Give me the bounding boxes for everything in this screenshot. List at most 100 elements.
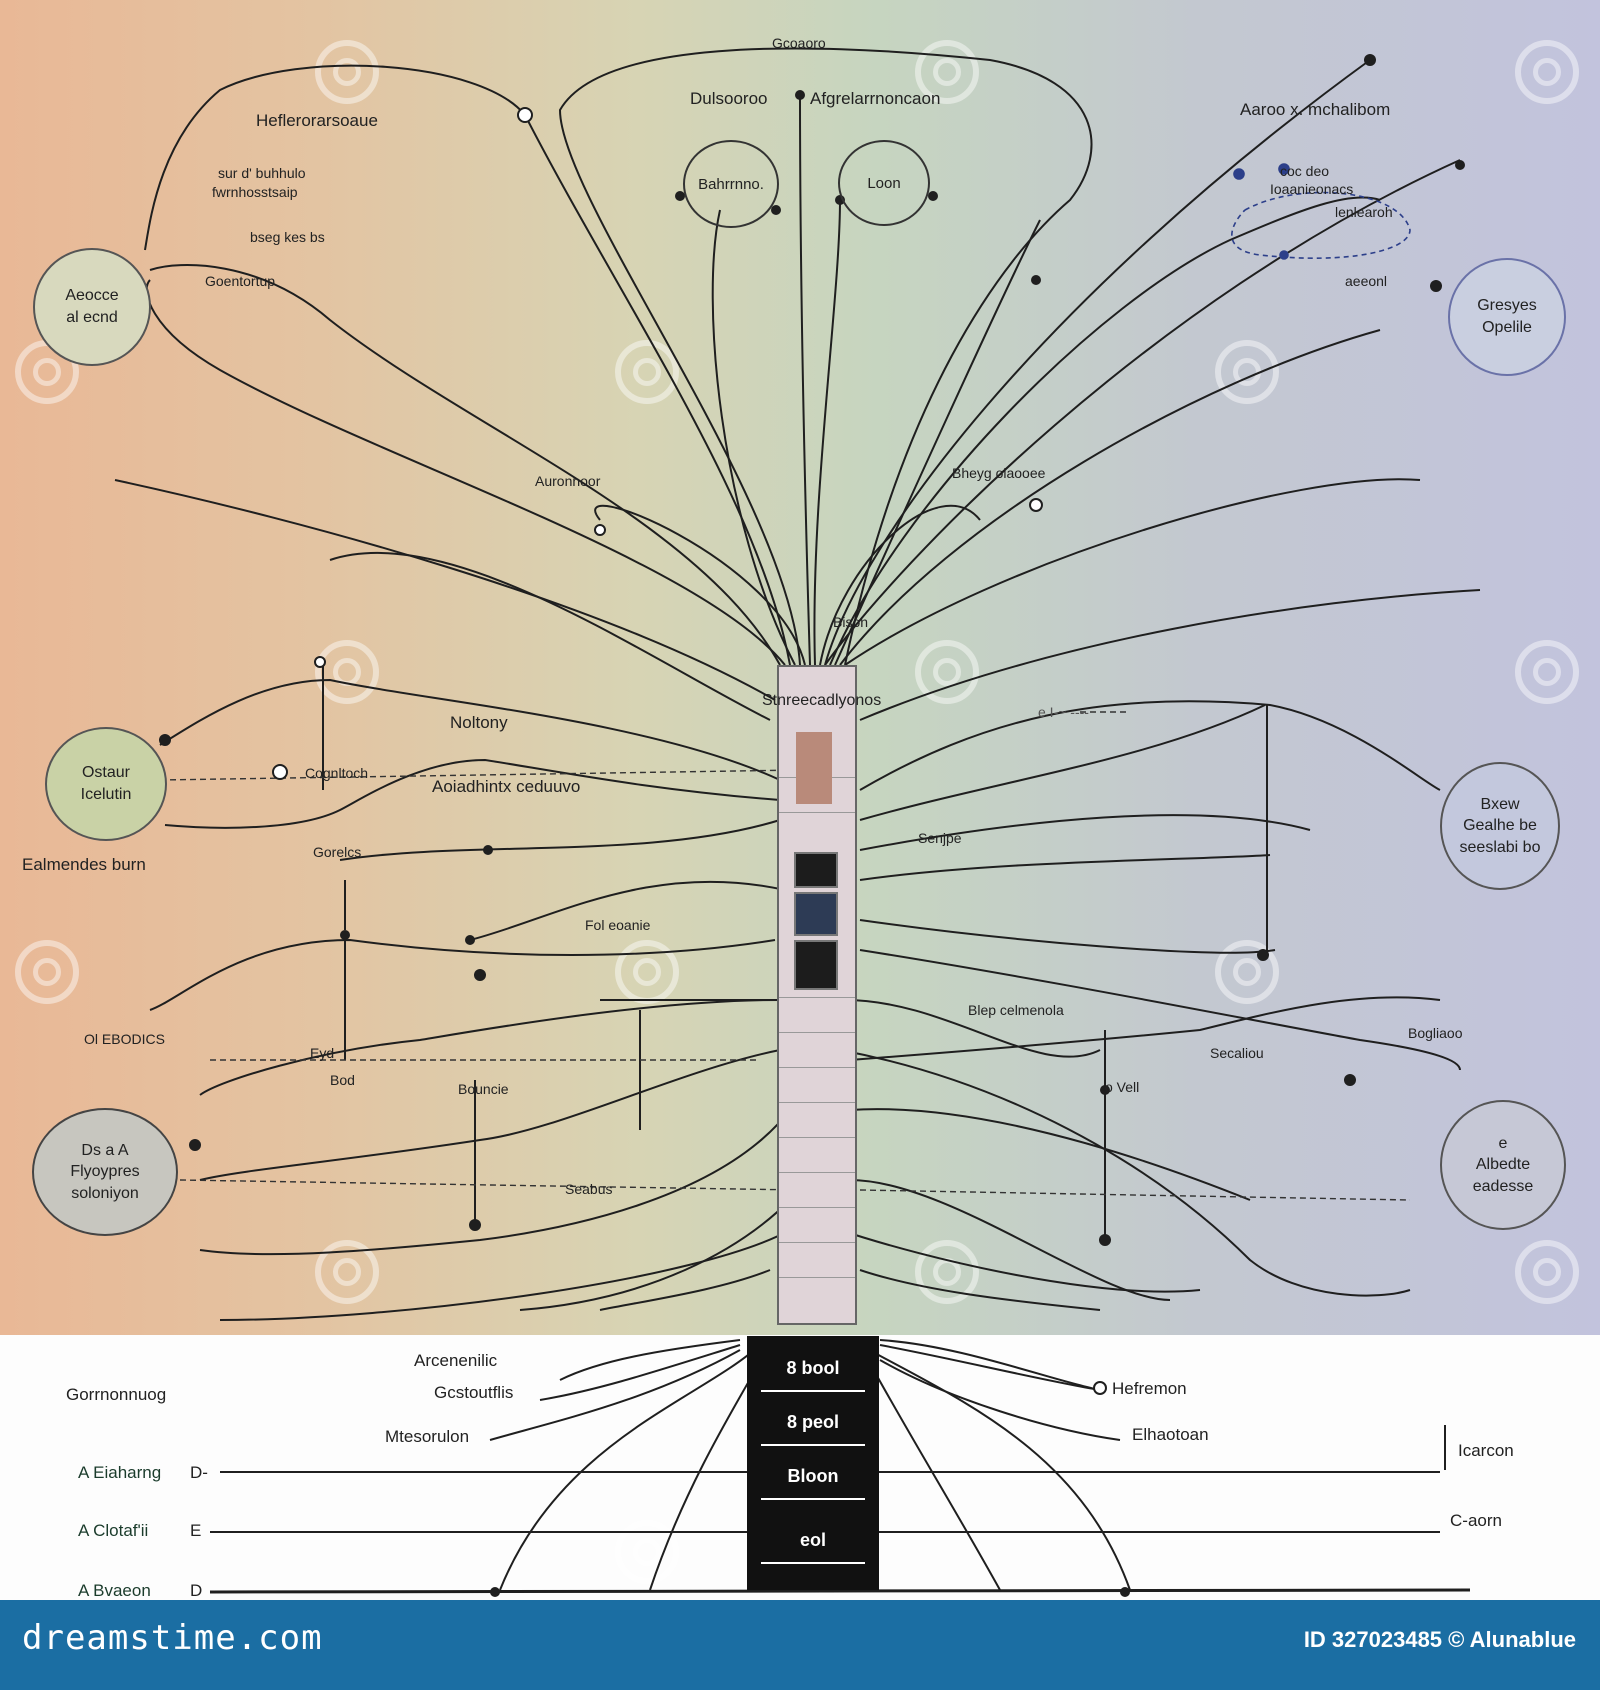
lower-dots <box>490 1381 1130 1597</box>
trunk-segment <box>779 1032 855 1033</box>
label-left-mid: Fol eoanie <box>585 917 651 933</box>
bottom-center-right: Hefremon <box>1112 1379 1187 1398</box>
label-left-note: bseg kes bs <box>250 229 325 245</box>
footer-credit: ID 327023485 © Alunablue <box>1303 1627 1576 1652</box>
watermark-icon <box>615 340 679 404</box>
label-right-note: lenlearoh <box>1335 204 1393 220</box>
label-top-mid-left: Dulsooroo <box>690 89 768 108</box>
bottom-center-left: Mtesorulon <box>385 1427 470 1446</box>
bottom-left-mark: D <box>190 1581 203 1600</box>
bottom-right-row: Icarcon <box>1458 1441 1514 1460</box>
trunk-segment <box>779 1242 855 1243</box>
trunk-segment <box>779 1172 855 1173</box>
node-line: Icelutin <box>80 786 132 803</box>
node-line: soloniyon <box>71 1184 139 1202</box>
node-top-left: Aeocce al ecnd <box>33 248 151 366</box>
column-cell: Bloon <box>761 1454 865 1500</box>
watermark-icon <box>15 940 79 1004</box>
bottom-right-row: C-aorn <box>1450 1511 1502 1530</box>
label-mid-left: Auronnoor <box>535 473 601 489</box>
node-line: Albedte <box>1475 1156 1531 1174</box>
bottom-center-left: Arcenenilic <box>414 1351 498 1370</box>
label-top-center: Gcoaoro <box>772 35 826 51</box>
bottom-left-mark: E <box>190 1521 202 1540</box>
trunk-segment <box>779 997 855 998</box>
node-line: Ds a A <box>81 1141 129 1159</box>
bottom-left-title: Gorrnonnuog <box>66 1385 167 1404</box>
column-cell: eol <box>761 1518 865 1564</box>
footer-brand: dreamstime.com <box>22 1618 323 1658</box>
node-line: seeslabi bo <box>1459 838 1541 856</box>
watermark-icon <box>315 1240 379 1304</box>
label-mid-right: Bheyg olaooee <box>952 465 1046 481</box>
label-trunk-top: Stnreecadlyonos <box>762 692 882 709</box>
trunk-screen <box>794 852 838 888</box>
trunk-segment <box>779 1137 855 1138</box>
watermark-icon <box>315 40 379 104</box>
label-right-low: Bogliaoo <box>1408 1025 1463 1041</box>
label-left-note: fwrnhosstsaip <box>212 184 298 200</box>
footer-bar: dreamstime.com ID 327023485 © Alunablue <box>0 1600 1600 1690</box>
label-left-mid: Gorelcs <box>313 844 362 860</box>
watermark-icon <box>1515 40 1579 104</box>
node-line: Gealhe be <box>1463 817 1537 835</box>
ring-right-label: Loon <box>867 174 901 192</box>
label-left-low: Bod <box>330 1072 355 1088</box>
node-low-right: e Albedte eadesse <box>1440 1100 1566 1230</box>
trunk-segment <box>779 1102 855 1103</box>
node-line: Flyoypres <box>70 1163 140 1181</box>
label-left-low: Bouncie <box>458 1081 509 1097</box>
label-top-right-title: Aaroo x. mchalibom <box>1240 100 1391 119</box>
node-line: al ecnd <box>66 309 118 326</box>
label-top-left-title: Heflerorarsoaue <box>256 111 378 130</box>
column-cell: 8 peol <box>761 1400 865 1446</box>
blue-dashed-curve <box>1231 163 1411 260</box>
label-right-low: Secaliou <box>1210 1045 1264 1061</box>
label-left-low: Ol EBODICS <box>84 1031 165 1047</box>
node-line: e <box>1498 1134 1508 1152</box>
dashed-lines <box>159 711 1411 1201</box>
bottom-left-row: A Bvaeon <box>78 1581 151 1600</box>
label-node-caption: Ealmendes burn <box>22 855 146 874</box>
ring-left-label: Bahrrnno. <box>698 175 764 193</box>
label-center-right: Blep celmenola <box>968 1002 1064 1018</box>
watermark-icon <box>915 640 979 704</box>
node-mid-right: Bxew Gealhe be seeslabi bo <box>1440 762 1560 890</box>
label-left-mid: Cognltoch <box>305 765 369 781</box>
trunk-screen <box>794 940 838 990</box>
middle-branches <box>149 678 1461 1321</box>
trunk-panel <box>796 732 832 804</box>
trunk-segment <box>779 1067 855 1068</box>
label-right-note: aeeonl <box>1345 273 1388 289</box>
trunk-segment <box>779 812 855 813</box>
node-low-left: Ds a A Flyoypres soloniyon <box>32 1108 178 1236</box>
bottom-column: 8 bool 8 peol Bloon eol <box>747 1336 879 1590</box>
watermark-icon <box>915 40 979 104</box>
trunk-segment <box>779 1207 855 1208</box>
trunk-segment <box>779 1277 855 1278</box>
watermark-icon <box>615 1520 679 1584</box>
bottom-center-left: Gcstoutflis <box>434 1383 514 1402</box>
label-right-low: o Vell <box>1105 1079 1140 1095</box>
ring-right: Loon <box>838 140 930 226</box>
node-line: eadesse <box>1472 1177 1534 1195</box>
verticals <box>322 660 1268 1240</box>
label-left-mid: Noltony <box>450 713 508 732</box>
node-top-right: Gresyes Opelile <box>1448 258 1566 376</box>
watermark-icon <box>1515 640 1579 704</box>
node-line: Opelile <box>1482 319 1532 336</box>
bottom-left-row: A Eiaharng <box>78 1463 162 1482</box>
bottom-left-mark: D- <box>190 1463 208 1482</box>
watermark-icon <box>1215 940 1279 1004</box>
node-line: Aeocce <box>65 287 119 305</box>
column-cell: 8 bool <box>761 1346 865 1392</box>
label-left-low: Seabus <box>565 1181 613 1197</box>
node-line: Gresyes <box>1477 297 1537 315</box>
label-top-mid-right: Afgrelarrnoncaon <box>810 89 941 108</box>
node-line: Bxew <box>1480 795 1520 813</box>
bottom-center-right: Elhaotoan <box>1132 1425 1209 1444</box>
node-line: Ostaur <box>81 764 130 782</box>
bottom-left-row: A Clotaf'ii <box>78 1521 149 1540</box>
label-left-note: Goentortup <box>205 273 276 289</box>
